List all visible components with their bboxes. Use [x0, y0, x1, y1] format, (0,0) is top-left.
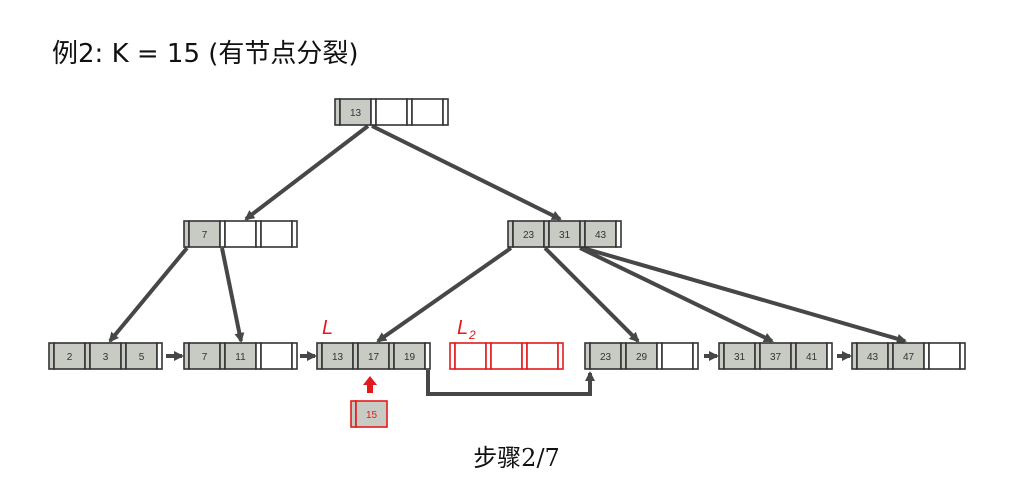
key-slot	[357, 342, 390, 370]
key-label: 5	[139, 352, 145, 363]
pointer-slot	[442, 98, 449, 126]
edge-right-leaf-e	[582, 246, 907, 344]
slide-title: 例2: K = 15 (有节点分裂)	[52, 39, 359, 69]
key-slot	[321, 342, 354, 370]
key-slot	[928, 342, 961, 370]
leaf-node-leaf-l2	[449, 342, 564, 370]
key-slot	[759, 342, 792, 370]
key-slot	[89, 342, 122, 370]
key-label: 29	[636, 352, 648, 363]
internal-node-right: 23 31 43	[507, 220, 622, 248]
leaf-node-leaf-d: 31 37 41	[718, 342, 833, 370]
internal-node-left: 7	[183, 220, 298, 248]
key-slot	[490, 342, 523, 370]
leaf-node-leaf-b: 7 11	[183, 342, 298, 370]
key-label: 19	[404, 352, 416, 363]
key-label: 13	[332, 352, 344, 363]
pointer-slot	[156, 342, 163, 370]
key-slot	[589, 342, 622, 370]
key-slot	[260, 342, 293, 370]
key-slot	[512, 220, 545, 248]
key-slot	[339, 98, 372, 126]
label-L: L	[322, 317, 333, 339]
key-label: 3	[103, 352, 109, 363]
leaf-node-leaf-e: 43 47	[851, 342, 966, 370]
label-L2-subscript: 2	[468, 328, 476, 342]
key-slot	[411, 98, 444, 126]
key-slot	[224, 220, 257, 248]
leaf-node-leaf-c: 23 29	[584, 342, 699, 370]
key-label: 31	[734, 352, 746, 363]
key-slot	[795, 342, 828, 370]
key-slot	[260, 220, 293, 248]
key-slot	[355, 400, 388, 428]
pointer-slot	[826, 342, 833, 370]
key-label: 31	[559, 230, 571, 241]
pointer-slot	[291, 220, 298, 248]
key-label: 7	[202, 230, 208, 241]
edge-left-leaf-b	[220, 247, 245, 343]
edge-root-right	[371, 124, 562, 221]
key-label: 41	[806, 352, 818, 363]
edge-left-leaf-a	[108, 246, 189, 343]
pointer-slot	[291, 342, 298, 370]
label-L2: L	[457, 317, 468, 339]
edge-root-left	[244, 124, 370, 221]
key-label: 23	[523, 230, 535, 241]
pointer-slot	[692, 342, 699, 370]
key-slot	[375, 98, 408, 126]
insert-arrow	[363, 376, 377, 393]
key-label: 13	[350, 108, 362, 119]
key-label: 7	[202, 352, 208, 363]
leaf-node-leaf-a: 2 3 5	[48, 342, 163, 370]
pointer-slot	[424, 342, 431, 370]
key-label: 43	[867, 352, 879, 363]
key-slot	[188, 220, 221, 248]
key-label: 11	[235, 352, 246, 363]
pointer-slot	[615, 220, 622, 248]
edge-right-leaf-d	[579, 246, 774, 343]
pointer-slot	[959, 342, 966, 370]
key-slot	[625, 342, 658, 370]
key-slot	[661, 342, 694, 370]
insert-key-label: 15	[366, 410, 378, 421]
key-slot	[125, 342, 158, 370]
root-node: 13	[334, 98, 449, 126]
key-slot	[224, 342, 257, 370]
edge-right-leaf-l	[376, 246, 513, 343]
edge-right-leaf-c	[543, 246, 640, 343]
key-slot	[454, 342, 487, 370]
insert-key-node: 15	[350, 400, 388, 428]
key-label: 37	[770, 352, 782, 363]
pointer-slot	[557, 342, 564, 370]
key-label: 23	[600, 352, 612, 363]
key-slot	[53, 342, 86, 370]
key-label: 43	[595, 230, 607, 241]
sibling-l-c	[426, 370, 595, 396]
key-slot	[526, 342, 559, 370]
key-label: 17	[368, 352, 380, 363]
key-label: 47	[903, 352, 915, 363]
key-label: 2	[67, 352, 73, 363]
step-indicator: 步骤2/7	[473, 444, 560, 472]
leaf-node-leaf-l: 13 17 19	[316, 342, 431, 370]
